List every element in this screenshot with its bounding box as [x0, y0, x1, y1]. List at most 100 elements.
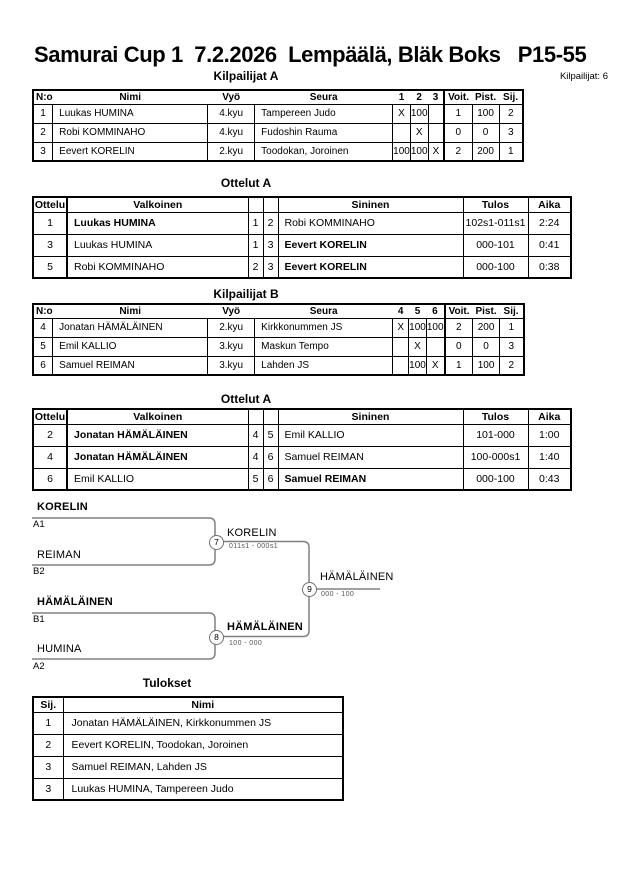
cell-blue-no: 3: [262, 255, 279, 279]
cell-club: Lahden JS: [254, 355, 394, 376]
cell-time: 1:00: [527, 423, 572, 447]
cell-vs5: 100: [408, 317, 427, 338]
cell-result: 000-100: [462, 255, 529, 279]
bracket-final-score: 000 - 100: [321, 591, 355, 598]
section-title-matches-a: Ottelut A: [220, 176, 272, 190]
col-header-name: Nimi: [52, 89, 208, 105]
col-header-white-no: [247, 196, 264, 213]
cell-result: 000-101: [462, 233, 529, 257]
cell-place: 3: [498, 122, 524, 143]
col-header-result: Tulos: [462, 196, 529, 213]
cell-white-no: 4: [247, 423, 264, 447]
bracket-sf2-bottom-name: HUMINA: [37, 643, 82, 655]
cell-belt: 4.kyu: [207, 122, 256, 143]
cell-vs1: [392, 122, 411, 143]
cell-match-no: 3: [32, 233, 68, 257]
result-row: 3 Samuel REIMAN, Lahden JS: [32, 755, 344, 779]
col-header-time: Aika: [527, 196, 572, 213]
cell-blue-name: Robi KOMMINAHO: [277, 211, 464, 235]
cell-result: 102s1-011s1: [462, 211, 529, 235]
matches-b-header-row: Ottelu Valkoinen Sininen Tulos Aika: [32, 408, 572, 425]
col-header-name: Nimi: [62, 696, 344, 713]
cell-time: 0:41: [527, 233, 572, 257]
cell-name: Samuel REIMAN, Lahden JS: [62, 755, 344, 779]
cell-white-no: 4: [247, 445, 264, 469]
cell-place: 2: [32, 733, 64, 757]
bracket-sf1-score: 011s1 - 000s1: [229, 543, 279, 550]
cell-blue-name: Samuel REIMAN: [277, 445, 464, 469]
bracket-sf1-top-seed: A1: [33, 519, 45, 530]
cell-white-name: Luukas HUMINA: [66, 211, 249, 235]
section-title-results: Tulokset: [142, 676, 192, 690]
cell-time: 0:43: [527, 467, 572, 491]
cell-vs2: X: [409, 122, 429, 143]
cell-belt: 3.kyu: [207, 336, 256, 357]
pool-a-row: 1 Luukas HUMINA 4.kyu Tampereen Judo X 1…: [32, 103, 524, 124]
bracket-sf2-bottom-seed: A2: [33, 661, 45, 672]
match-row: 4 Jonatan HÄMÄLÄINEN 4 6 Samuel REIMAN 1…: [32, 445, 572, 469]
cell-belt: 2.kyu: [207, 317, 256, 338]
cell-belt: 3.kyu: [207, 355, 256, 376]
cell-points: 100: [471, 103, 500, 124]
cell-white-name: Jonatan HÄMÄLÄINEN: [66, 445, 249, 469]
bracket-lines: [32, 517, 380, 660]
cell-white-name: Emil KALLIO: [66, 467, 249, 491]
cell-white-no: 1: [247, 211, 264, 235]
pool-b-row: 4 Jonatan HÄMÄLÄINEN 2.kyu Kirkkonummen …: [32, 317, 525, 338]
col-header-1: 1: [392, 89, 411, 105]
cell-place: 2: [499, 355, 525, 376]
cell-no: 4: [32, 317, 54, 338]
cell-blue-no: 6: [262, 467, 279, 491]
cell-wins: 2: [443, 317, 474, 338]
col-header-4: 4: [392, 303, 409, 319]
cell-name: Luukas HUMINA, Tampereen Judo: [62, 777, 344, 801]
col-header-blue: Sininen: [277, 408, 464, 425]
cell-white-no: 2: [247, 255, 264, 279]
pool-a-row: 3 Eevert KORELIN 2.kyu Toodokan, Joroine…: [32, 141, 524, 162]
pool-b-row: 5 Emil KALLIO 3.kyu Maskun Tempo X 0 0 3: [32, 336, 525, 357]
cell-points: 0: [472, 336, 501, 357]
bracket-sf2-winner: HÄMÄLÄINEN: [227, 621, 303, 633]
cell-vs6: X: [425, 355, 446, 376]
col-header-blue-no: [262, 196, 279, 213]
cell-vs3: [427, 103, 445, 124]
col-header-club: Seura: [254, 89, 393, 105]
bracket-sf2-top-seed: B1: [33, 614, 45, 625]
section-title-matches-b: Ottelut A: [220, 392, 272, 406]
cell-blue-no: 6: [262, 445, 279, 469]
cell-place: 3: [32, 755, 64, 779]
col-header-no: N:o: [33, 303, 53, 319]
cell-result: 100-000s1: [462, 445, 529, 469]
cell-white-name: Luukas HUMINA: [66, 233, 249, 257]
cell-vs6: [425, 336, 446, 357]
col-header-points: Pist.: [472, 89, 500, 105]
result-row: 1 Jonatan HÄMÄLÄINEN, Kirkkonummen JS: [32, 711, 344, 735]
cell-vs5: X: [408, 336, 427, 357]
cell-place: 1: [32, 711, 64, 735]
col-header-match-no: Ottelu: [32, 408, 68, 425]
match-row: 5 Robi KOMMINAHO 2 3 Eevert KORELIN 000-…: [32, 255, 572, 279]
col-header-belt: Vyö: [207, 303, 255, 319]
results-table: Sij. Nimi 1 Jonatan HÄMÄLÄINEN, Kirkkonu…: [32, 696, 344, 801]
cell-vs6: 100: [425, 317, 446, 338]
cell-blue-no: 3: [262, 233, 279, 257]
pool-b-header-row: N:o Nimi Vyö Seura 4 5 6 Voit. Pist. Sij…: [33, 303, 524, 319]
match-row: 2 Jonatan HÄMÄLÄINEN 4 5 Emil KALLIO 101…: [32, 423, 572, 447]
bracket-sf2-top-name: HÄMÄLÄINEN: [37, 596, 113, 608]
result-row: 2 Eevert KORELIN, Toodokan, Joroinen: [32, 733, 344, 757]
cell-result: 101-000: [462, 423, 529, 447]
col-header-white: Valkoinen: [66, 408, 249, 425]
col-header-name: Nimi: [52, 303, 208, 319]
bracket-match-8-circle: 8: [209, 630, 224, 645]
bracket-final-winner: HÄMÄLÄINEN: [320, 571, 394, 583]
cell-club: Kirkkonummen JS: [254, 317, 394, 338]
cell-vs3: X: [427, 141, 445, 162]
section-title-pool-b: Kilpailijat B: [213, 287, 279, 301]
bracket-sf2-winner-line: [221, 596, 310, 638]
cell-belt: 2.kyu: [207, 141, 256, 162]
cell-match-no: 5: [32, 255, 68, 279]
bracket-sf1-winner: KORELIN: [227, 527, 277, 539]
cell-place: 1: [498, 141, 524, 162]
cell-vs3: [427, 122, 445, 143]
